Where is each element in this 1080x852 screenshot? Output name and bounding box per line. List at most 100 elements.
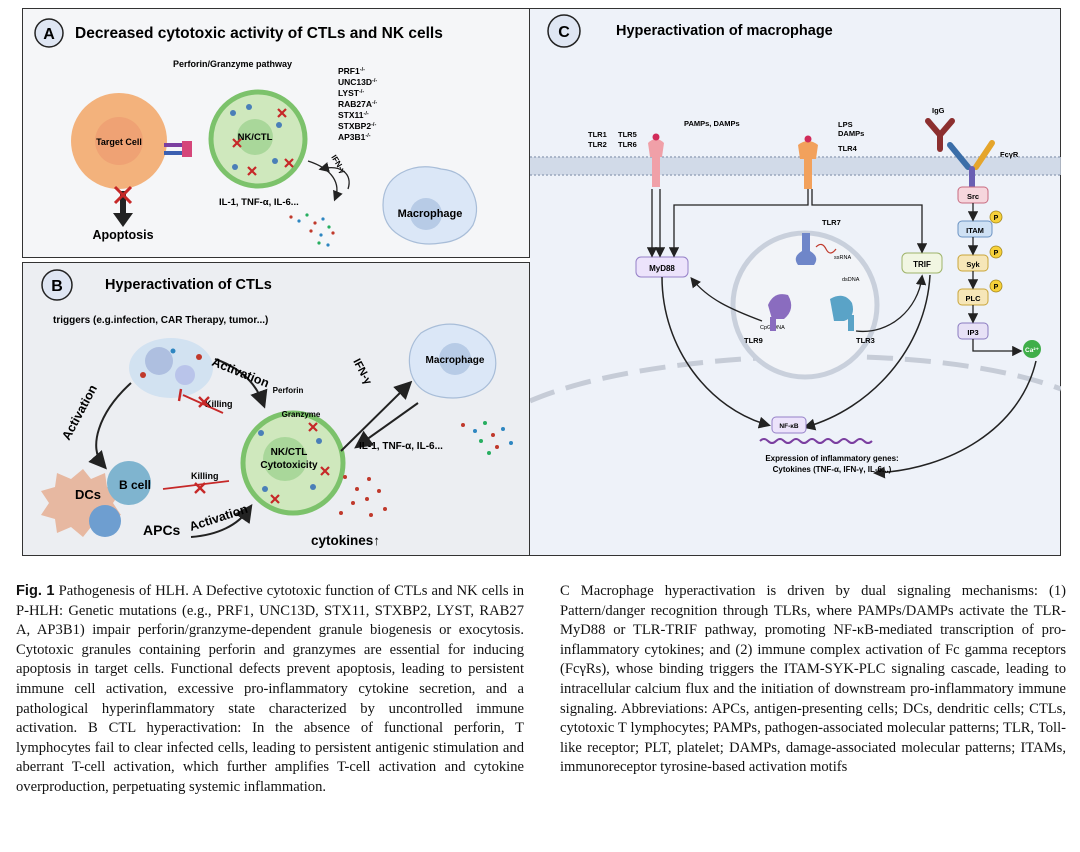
expression-cytokines-label: Cytokines (TNF-α, IFN-γ, IL-6...) (773, 465, 892, 474)
svg-text:P: P (994, 215, 999, 222)
tlr1-label: TLR1 (588, 130, 607, 139)
triggers-label: triggers (e.g.infection, CAR Therapy, tu… (53, 315, 268, 326)
itam-box: ITAM (957, 220, 993, 238)
tlr-signal-arrows (646, 189, 928, 258)
damps-label: DAMPs (838, 129, 864, 138)
caption-right-text: C Macrophage hyperactivation is driven b… (560, 583, 1066, 776)
tlr4-label: TLR4 (838, 144, 858, 153)
fcyr-label: FcγR (1000, 150, 1019, 159)
panel-a-figure: A Decreased cytotoxic activity of CTLs a… (34, 18, 478, 247)
myd88-box: MyD88 (635, 256, 689, 278)
killing-label-top: Killing (205, 399, 233, 409)
panel-c-title: Hyperactivation of macrophage (616, 23, 833, 39)
cytokine-dots-b (461, 421, 513, 455)
dsdna-label: dsDNA (842, 277, 860, 283)
tlr6-label: TLR6 (618, 140, 637, 149)
killing-blocked-icon-top (198, 396, 210, 408)
gene-stxbp2: STXBP2-/- (338, 121, 376, 131)
apoptosis-blocked-icon (113, 185, 133, 205)
tlr3-receptor-icon (830, 295, 854, 331)
plc-label: PLC (966, 294, 982, 303)
granule-icons (230, 104, 282, 170)
apc-cell (89, 505, 121, 537)
gene-list: PRF1-/- UNC13D-/- LYST-/- RAB27A-/- STX1… (338, 66, 377, 142)
pathway-label: Perforin/Granzyme pathway (173, 59, 292, 69)
granzyme-label: Granzyme (282, 410, 321, 419)
panel-b-letter-badge (41, 269, 73, 301)
panel-c-letter: C (558, 24, 570, 41)
activation-arrow-bottom (190, 504, 253, 538)
svg-text:P: P (994, 250, 999, 257)
cytokine-release-dots (339, 475, 387, 517)
cytokines-up-label: cytokines↑ (311, 533, 380, 548)
figure-label: Fig. 1 (16, 583, 55, 599)
gene-stx11: STX11-/- (338, 110, 369, 120)
cell-membrane (530, 157, 1061, 175)
panel-b-figure: B Hyperactivation of CTLs triggers (e.g.… (41, 269, 513, 548)
synapse-receptors (164, 141, 192, 157)
igg-label: IgG (932, 106, 945, 115)
nfkb-label: NF-κB (779, 423, 798, 430)
caption-left: Fig. 1 Pathogenesis of HLH. A Defective … (16, 582, 524, 798)
feedback-arrow (318, 162, 350, 190)
trif-label: TRIF (913, 260, 931, 269)
panel-a-letter: A (43, 26, 55, 43)
ifn-gamma-label-b: IFN-γ (350, 357, 374, 388)
infected-cell-cluster (129, 338, 213, 398)
panel-a: A Decreased cytotoxic activity of CTLs a… (22, 8, 530, 258)
activation-label-top: Activation (210, 355, 271, 391)
trif-box: TRIF (901, 252, 943, 274)
tlr4-receptor-icon (798, 135, 818, 189)
syk-label: Syk (966, 260, 980, 269)
ip3-label: IP3 (967, 328, 978, 337)
gene-prf1: PRF1-/- (338, 66, 365, 76)
tlr9-label: TLR9 (744, 336, 763, 345)
itam-label: ITAM (966, 226, 984, 235)
tlr2-label: TLR2 (588, 140, 607, 149)
panel-c-letter-badge (547, 14, 581, 48)
activation-arrow-top (214, 358, 268, 409)
tlr-receptor-pink-icon (648, 133, 664, 187)
svg-text:P: P (994, 284, 999, 291)
caption-left-text: Pathogenesis of HLH. A Defective cytotox… (16, 583, 524, 795)
macrophage-label: Macrophage (398, 208, 463, 220)
granule-icons-b (258, 430, 322, 492)
syk-box: Syk (957, 254, 989, 272)
gene-lyst: LYST-/- (338, 88, 364, 98)
tlr3-label: TLR3 (856, 336, 875, 345)
tlr3-to-trif-arrow (855, 274, 927, 333)
apc-cluster (41, 461, 151, 537)
cytokine-dots (289, 213, 335, 247)
nk-ctl-cytotoxicity-nucleus (263, 437, 307, 481)
calcium-label: Ca²⁺ (1025, 347, 1039, 354)
panel-b: B Hyperactivation of CTLs triggers (e.g.… (22, 262, 530, 556)
lps-label: LPS (838, 120, 853, 129)
activation-label-left: Activation (59, 382, 100, 442)
nk-ctl-label-b: NK/CTL (271, 447, 308, 458)
tlr7-label: TLR7 (822, 218, 841, 227)
trif-to-nfkb-arrow (803, 274, 931, 431)
src-box: Src (957, 186, 989, 204)
panel-a-title: Decreased cytotoxic activity of CTLs and… (75, 25, 443, 42)
tlr9-to-myd88-arrow (690, 276, 763, 322)
gene-unc13d: UNC13D-/- (338, 77, 377, 87)
fcyr-receptor-icon (947, 140, 995, 192)
tlr5-label: TLR5 (618, 130, 637, 139)
myd88-to-nfkb-arrow (661, 276, 771, 429)
target-cell-nucleus (95, 117, 143, 165)
ssrna-label: ssRNA (834, 255, 851, 261)
gene-rab27a: RAB27A-/- (338, 99, 377, 109)
dcs-label: DCs (75, 487, 101, 502)
killing-label-left: Killing (191, 471, 219, 481)
calcium-to-genes-arrow (873, 360, 1037, 479)
activation-label-bottom: Activation (188, 502, 250, 534)
bcell-label: B cell (119, 478, 151, 492)
panel-b-letter: B (51, 278, 63, 295)
macrophage-label-b: Macrophage (426, 355, 485, 366)
feedback-arrow-b (354, 402, 419, 449)
defect-x-icons-b (270, 422, 330, 504)
killing-blocked-icon-left (194, 482, 206, 494)
defect-x-icons (232, 108, 294, 176)
killing-inhibition-bar-top (177, 388, 183, 402)
nfkb-box: NF-κB (771, 416, 807, 434)
